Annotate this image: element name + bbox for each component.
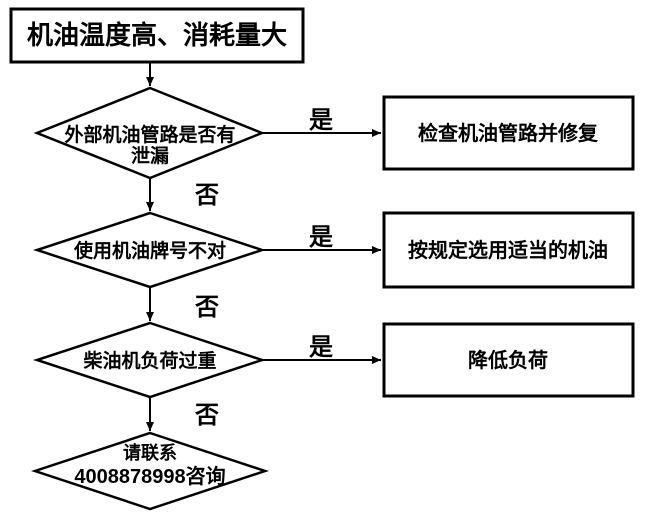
end-node-label-line1: 请联系 — [123, 443, 177, 463]
action3-label: 降低负荷 — [468, 348, 548, 372]
start-node — [9, 7, 305, 64]
action2-box — [382, 211, 635, 289]
decision1-yes-label: 是 — [309, 107, 333, 134]
decision3-no-label: 否 — [194, 402, 219, 429]
end-node-label-line2: 4008878998咨询 — [74, 464, 225, 488]
action2-label: 按规定选用适当的机油 — [408, 238, 608, 262]
start-node-label: 机油温度高、消耗量大 — [27, 20, 287, 50]
end-node-diamond — [31, 431, 269, 511]
decision1-label-line1: 外部机油管路是否有 — [64, 123, 235, 146]
decision2-yes-label: 是 — [309, 224, 333, 251]
decision1-no-label: 否 — [194, 182, 219, 209]
decision2-label: 使用机油牌号不对 — [73, 239, 226, 262]
decision1-label-line2: 泄漏 — [131, 144, 169, 167]
action3-box — [382, 322, 635, 398]
decision3-yes-label: 是 — [309, 334, 333, 361]
action1-label: 检查机油管路并修复 — [418, 121, 599, 145]
decision3-label: 柴油机负荷过重 — [82, 349, 216, 372]
decision2-no-label: 否 — [194, 294, 219, 321]
action1-box — [382, 95, 635, 171]
